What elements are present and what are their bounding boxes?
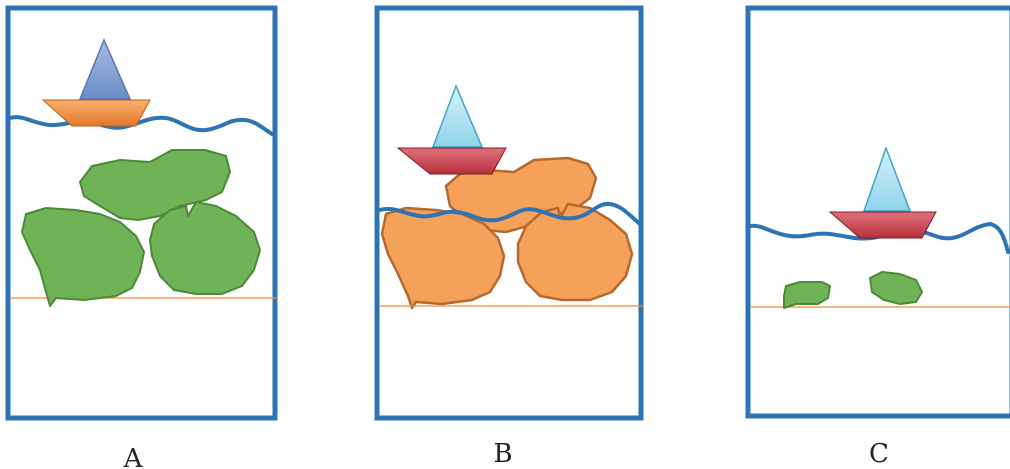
panel-b: B xyxy=(374,5,644,469)
sail-icon xyxy=(431,83,484,148)
sail-icon xyxy=(78,38,132,100)
panel-c-label: C xyxy=(869,439,889,469)
rock-icon xyxy=(783,281,831,309)
hull-icon xyxy=(828,211,937,239)
boat-icon xyxy=(396,83,507,175)
hull-icon xyxy=(396,147,507,175)
rock-icon xyxy=(149,201,261,295)
panel-b-label: B xyxy=(493,439,512,469)
panel-a-label: A xyxy=(123,444,144,469)
boat-icon xyxy=(41,38,151,127)
panel-a-water-line xyxy=(8,115,274,136)
boat-icon xyxy=(828,145,937,239)
rock-icon xyxy=(79,149,231,221)
sail-icon xyxy=(862,145,912,212)
panel-c: C xyxy=(745,5,1010,469)
panel-b-water-line xyxy=(378,201,642,226)
panel-a: A xyxy=(5,5,278,469)
rock-icon xyxy=(869,271,923,305)
rock-icon xyxy=(21,207,145,307)
hull-icon xyxy=(41,99,151,127)
